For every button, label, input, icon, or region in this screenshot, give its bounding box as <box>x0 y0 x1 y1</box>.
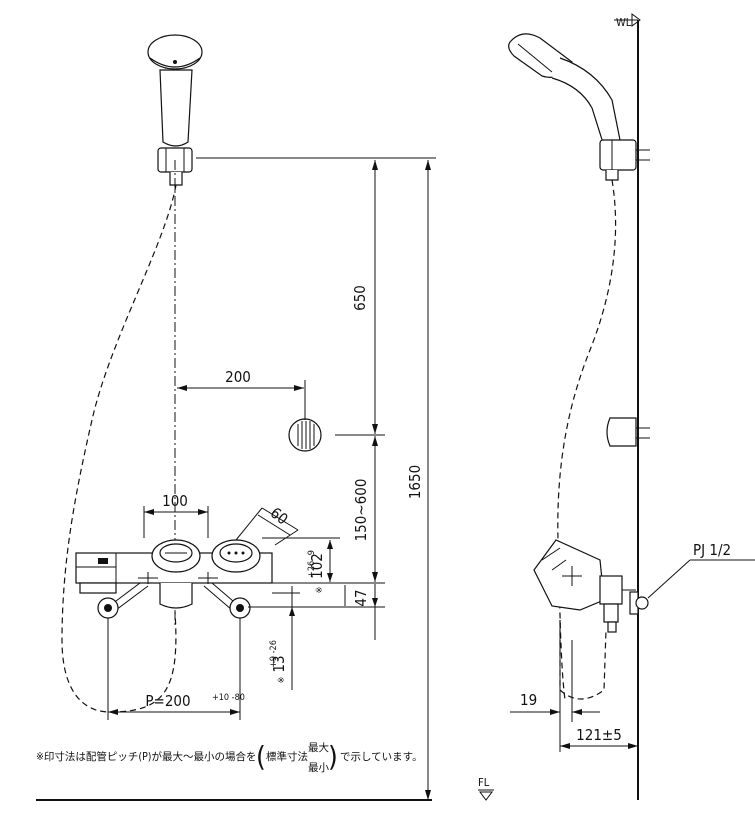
footnote-paren-right: ) <box>328 740 338 773</box>
dim-19-label: 19 <box>520 691 537 709</box>
side-wall-holder <box>606 417 650 447</box>
dim-100-label: 100 <box>162 492 188 510</box>
dim-102-tolerance: +26 -9 <box>307 550 317 578</box>
dim-650-label: 650 <box>351 285 369 311</box>
fl-label: FL <box>478 776 490 789</box>
dim-13-tolerance: +9 -26 <box>269 640 279 668</box>
dim-200-label: 200 <box>225 368 251 386</box>
dim-102-mark: ※ <box>315 587 325 594</box>
dim-pitch-tolerance: +10 -80 <box>212 693 245 703</box>
footnote-max: 最大 <box>308 741 329 754</box>
footnote-min: 最小 <box>308 762 329 774</box>
footnote-lead: ※印寸法は配管ピッチ(P)が最大～最小の場合を <box>36 750 256 763</box>
dim-13-mark: ※ <box>277 677 287 684</box>
footnote: ※印寸法は配管ピッチ(P)が最大～最小の場合を ( 標準寸法 最大 最小 ) で… <box>36 740 423 774</box>
pj-leader-line <box>647 559 691 599</box>
footnote-paren-left: ( <box>256 740 266 773</box>
side-mixing-valve <box>533 539 649 700</box>
wl-label: WL <box>616 16 632 29</box>
footnote-standard: 標準寸法 <box>266 750 308 763</box>
side-shower-head <box>508 33 650 181</box>
front-dimension-lines <box>36 157 436 801</box>
dim-102-label: 102 <box>308 553 326 579</box>
wl-marker <box>631 13 641 27</box>
pj-label: PJ 1/2 <box>693 541 731 559</box>
front-wall-holder <box>288 418 322 452</box>
dim-150-600-label: 150~600 <box>352 479 370 542</box>
dim-13-label: 13 <box>270 655 288 672</box>
dim-1650-label: 1650 <box>406 465 424 499</box>
side-view: WL <box>478 13 755 801</box>
footnote-tail: で示しています。 <box>340 751 423 763</box>
front-hose <box>61 184 177 713</box>
dim-60-label: 60 <box>267 504 292 529</box>
dim-121-label: 121±5 <box>576 726 622 744</box>
dim-47-label: 47 <box>352 589 370 606</box>
side-dimension-lines <box>510 620 639 752</box>
dim-pitch-label: P=200 <box>145 692 190 710</box>
fl-marker <box>479 791 493 801</box>
front-mixing-valve <box>75 539 273 619</box>
front-view: 650 1650 200 100 60 150~600 102 +26 -9 ※… <box>36 34 436 801</box>
